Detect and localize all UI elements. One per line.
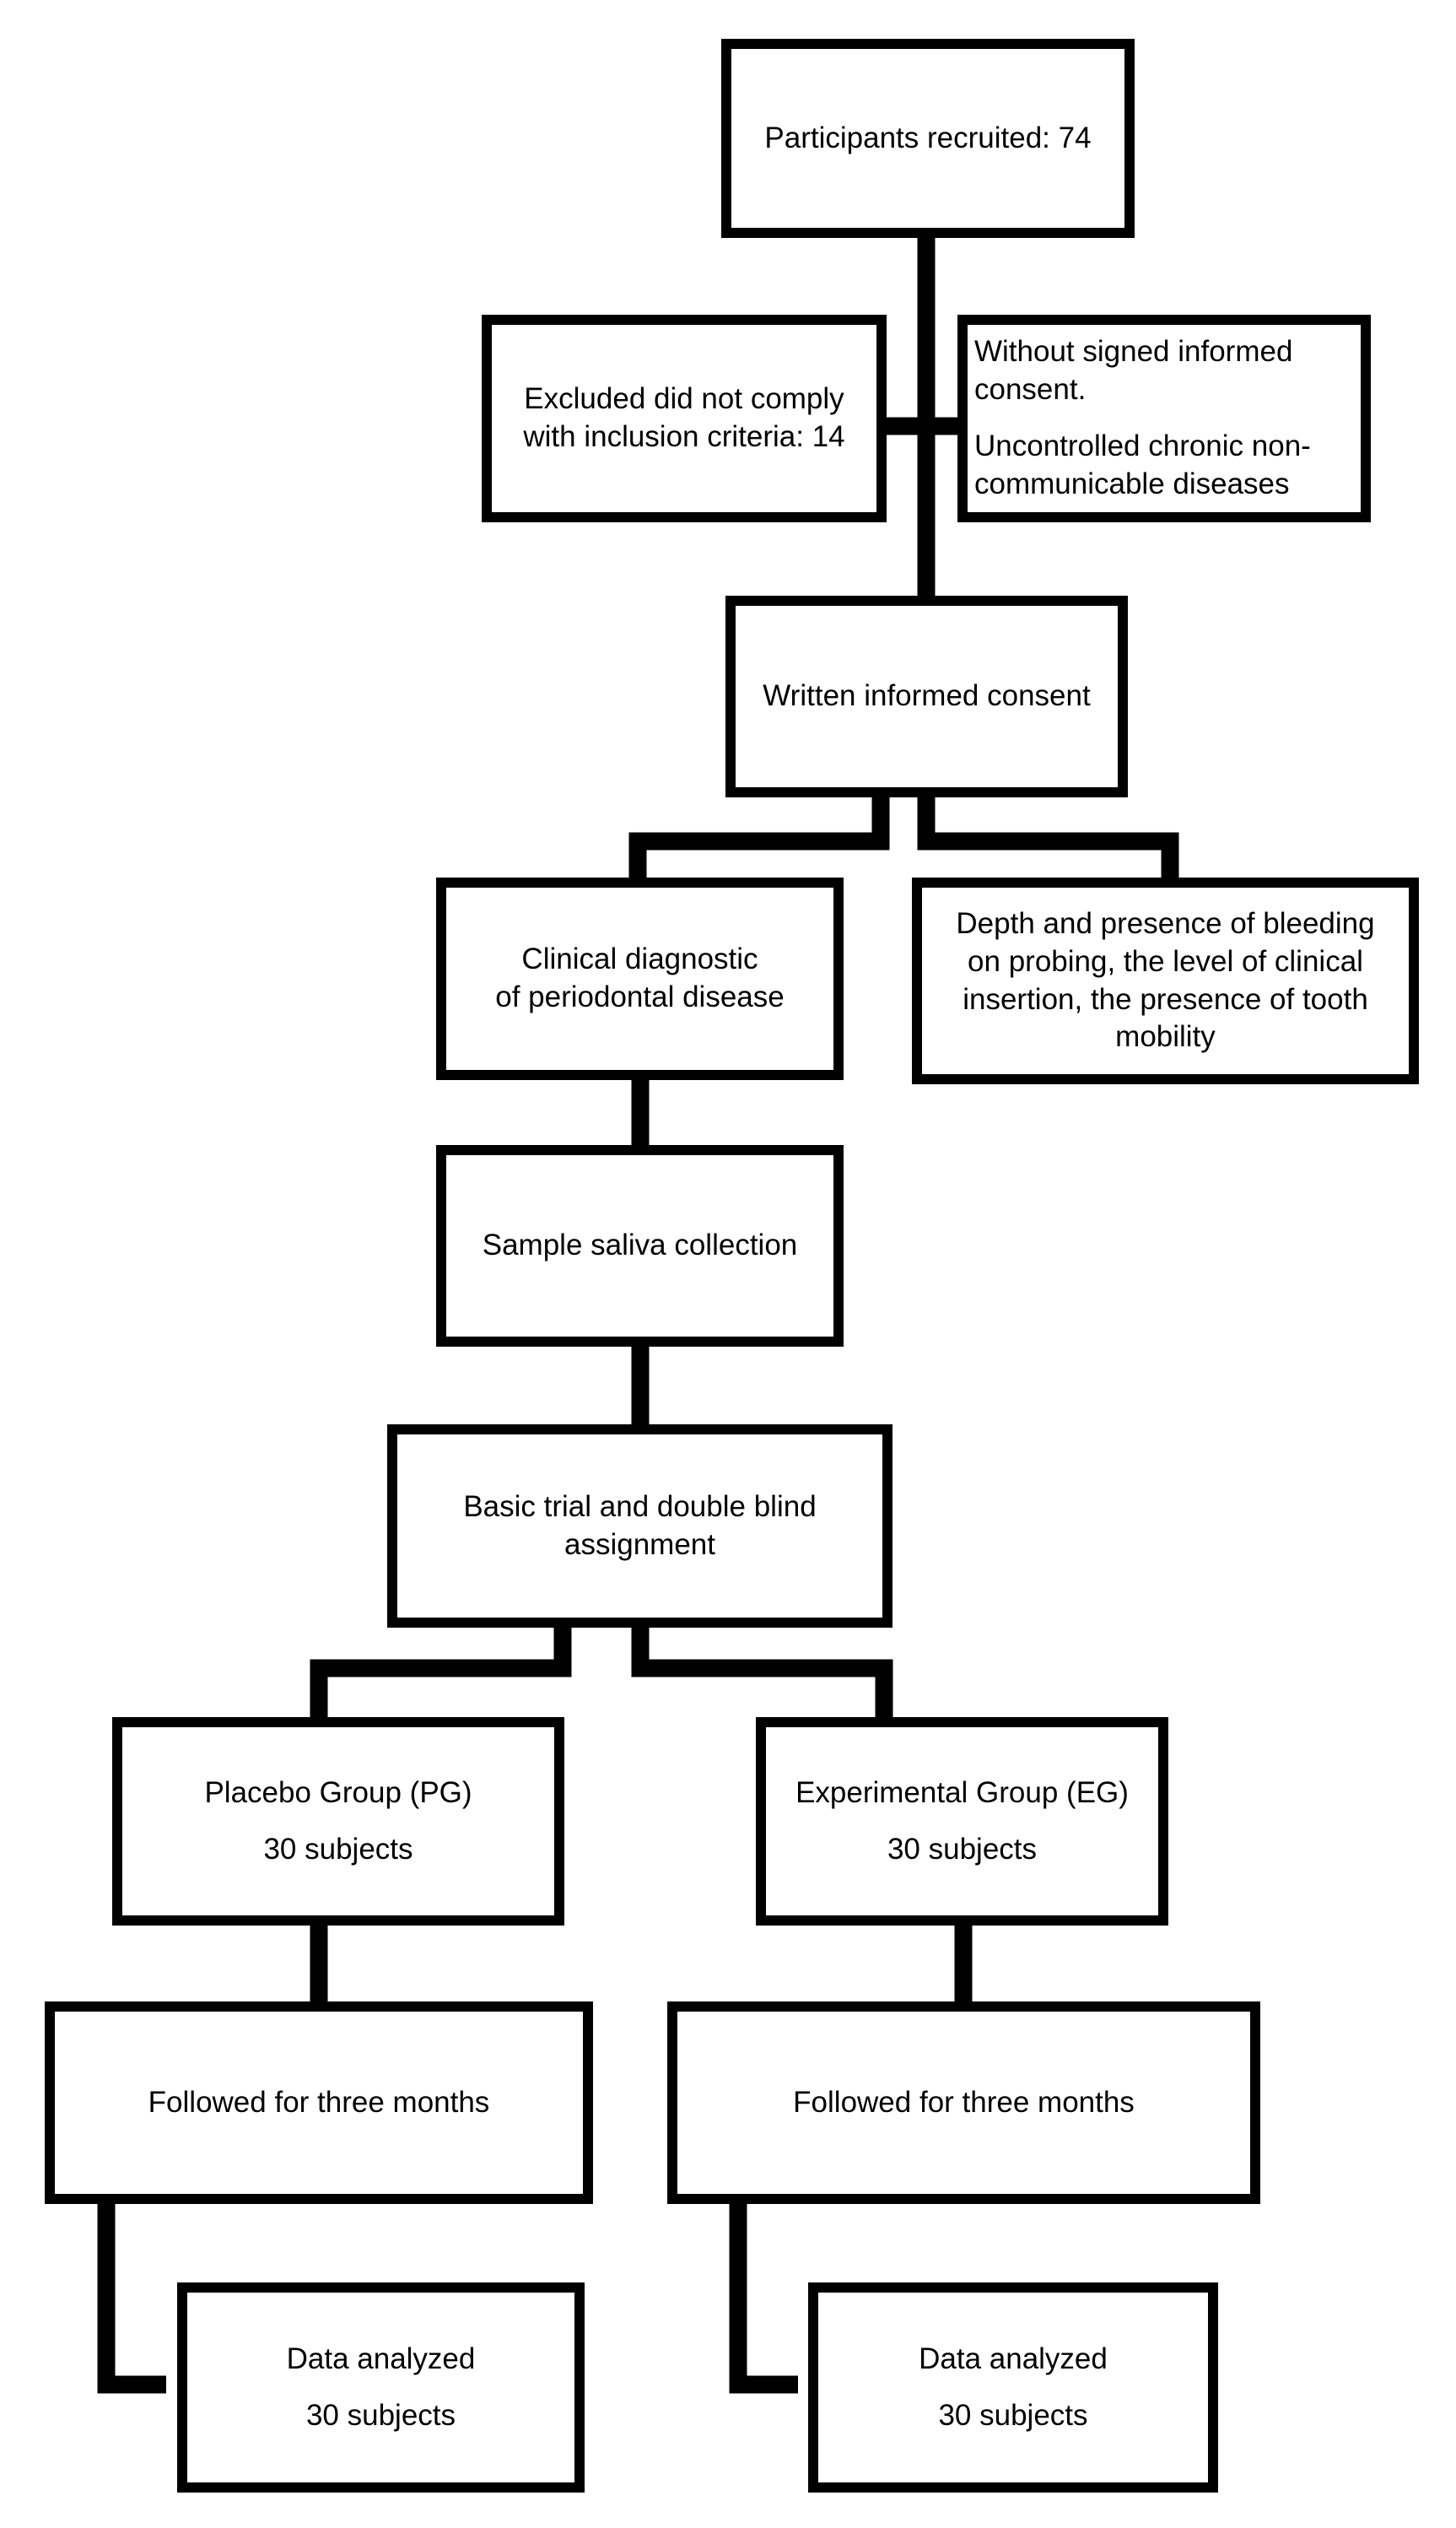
placebo-analyzed-box: Data analyzed 30 subjects <box>177 2282 585 2493</box>
placebo-followup-box: Followed for three months <box>45 2001 593 2204</box>
diagnostic-label-line-1: Clinical diagnostic <box>521 943 758 976</box>
excluded-box: Excluded did not comply with inclusion c… <box>482 315 887 522</box>
placebo-analyzed-count: 30 subjects <box>305 2398 456 2432</box>
experimental-analyzed-label: Data analyzed <box>919 2342 1108 2375</box>
consent-box: Written informed consent <box>725 596 1128 797</box>
exclusion-reason-2-line-1: Uncontrolled chronic non- <box>974 429 1311 462</box>
connector-placebo-analyzed <box>97 2204 166 2394</box>
exclusion-reason-1-line-1: Without signed informed <box>974 335 1293 369</box>
saliva-box: Sample saliva collection <box>436 1145 844 1347</box>
measures-label-line-1: Depth and presence of bleeding <box>956 906 1375 940</box>
experimental-group-count: 30 subjects <box>887 1832 1038 1866</box>
connector-experimental-analyzed <box>729 2204 798 2394</box>
diagnostic-box: Clinical diagnostic of periodontal disea… <box>436 878 844 1080</box>
excluded-label-line-2: with inclusion criteria: 14 <box>523 420 845 453</box>
placebo-group-count: 30 subjects <box>263 1832 413 1866</box>
experimental-group-box: Experimental Group (EG) 30 subjects <box>756 1717 1168 1926</box>
exclusion-reasons-box: Without signed informed consent. Uncontr… <box>957 315 1371 522</box>
saliva-label: Sample saliva collection <box>482 1229 798 1262</box>
recruited-box: Participants recruited: 74 <box>721 39 1135 238</box>
placebo-followup-label: Followed for three months <box>148 2085 490 2119</box>
connector-consent-measures <box>917 797 1179 878</box>
excluded-label-line-1: Excluded did not comply <box>524 382 844 416</box>
diagnostic-label-line-2: of periodontal disease <box>495 980 785 1013</box>
experimental-analyzed-box: Data analyzed 30 subjects <box>808 2282 1218 2493</box>
assignment-box: Basic trial and double blind assignment <box>387 1424 892 1628</box>
connector-assignment-experimental <box>631 1628 893 1717</box>
assignment-label-line-2: assignment <box>564 1527 715 1561</box>
recruited-label: Participants recruited: 74 <box>764 121 1092 154</box>
experimental-followup-box: Followed for three months <box>667 2001 1260 2204</box>
experimental-analyzed-count: 30 subjects <box>938 2398 1088 2432</box>
experimental-group-label: Experimental Group (EG) <box>795 1775 1129 1809</box>
connector-assignment-placebo <box>310 1628 572 1717</box>
placebo-group-label: Placebo Group (PG) <box>204 1775 472 1809</box>
measures-label-line-3: insertion, the presence of tooth <box>963 982 1368 1016</box>
exclusion-reason-2-line-2: communicable diseases <box>974 467 1290 500</box>
assignment-label-line-1: Basic trial and double blind <box>463 1489 817 1523</box>
measures-box: Depth and presence of bleeding on probin… <box>912 878 1419 1084</box>
experimental-followup-label: Followed for three months <box>793 2085 1135 2119</box>
placebo-group-box: Placebo Group (PG) 30 subjects <box>112 1717 564 1926</box>
measures-label-line-4: mobility <box>1115 1020 1216 1054</box>
connector-consent-diagnostic <box>628 797 890 878</box>
consent-label: Written informed consent <box>763 679 1091 713</box>
measures-label-line-2: on probing, the level of clinical <box>968 944 1363 978</box>
exclusion-reason-1-line-2: consent. <box>974 373 1087 407</box>
placebo-analyzed-label: Data analyzed <box>286 2342 476 2375</box>
